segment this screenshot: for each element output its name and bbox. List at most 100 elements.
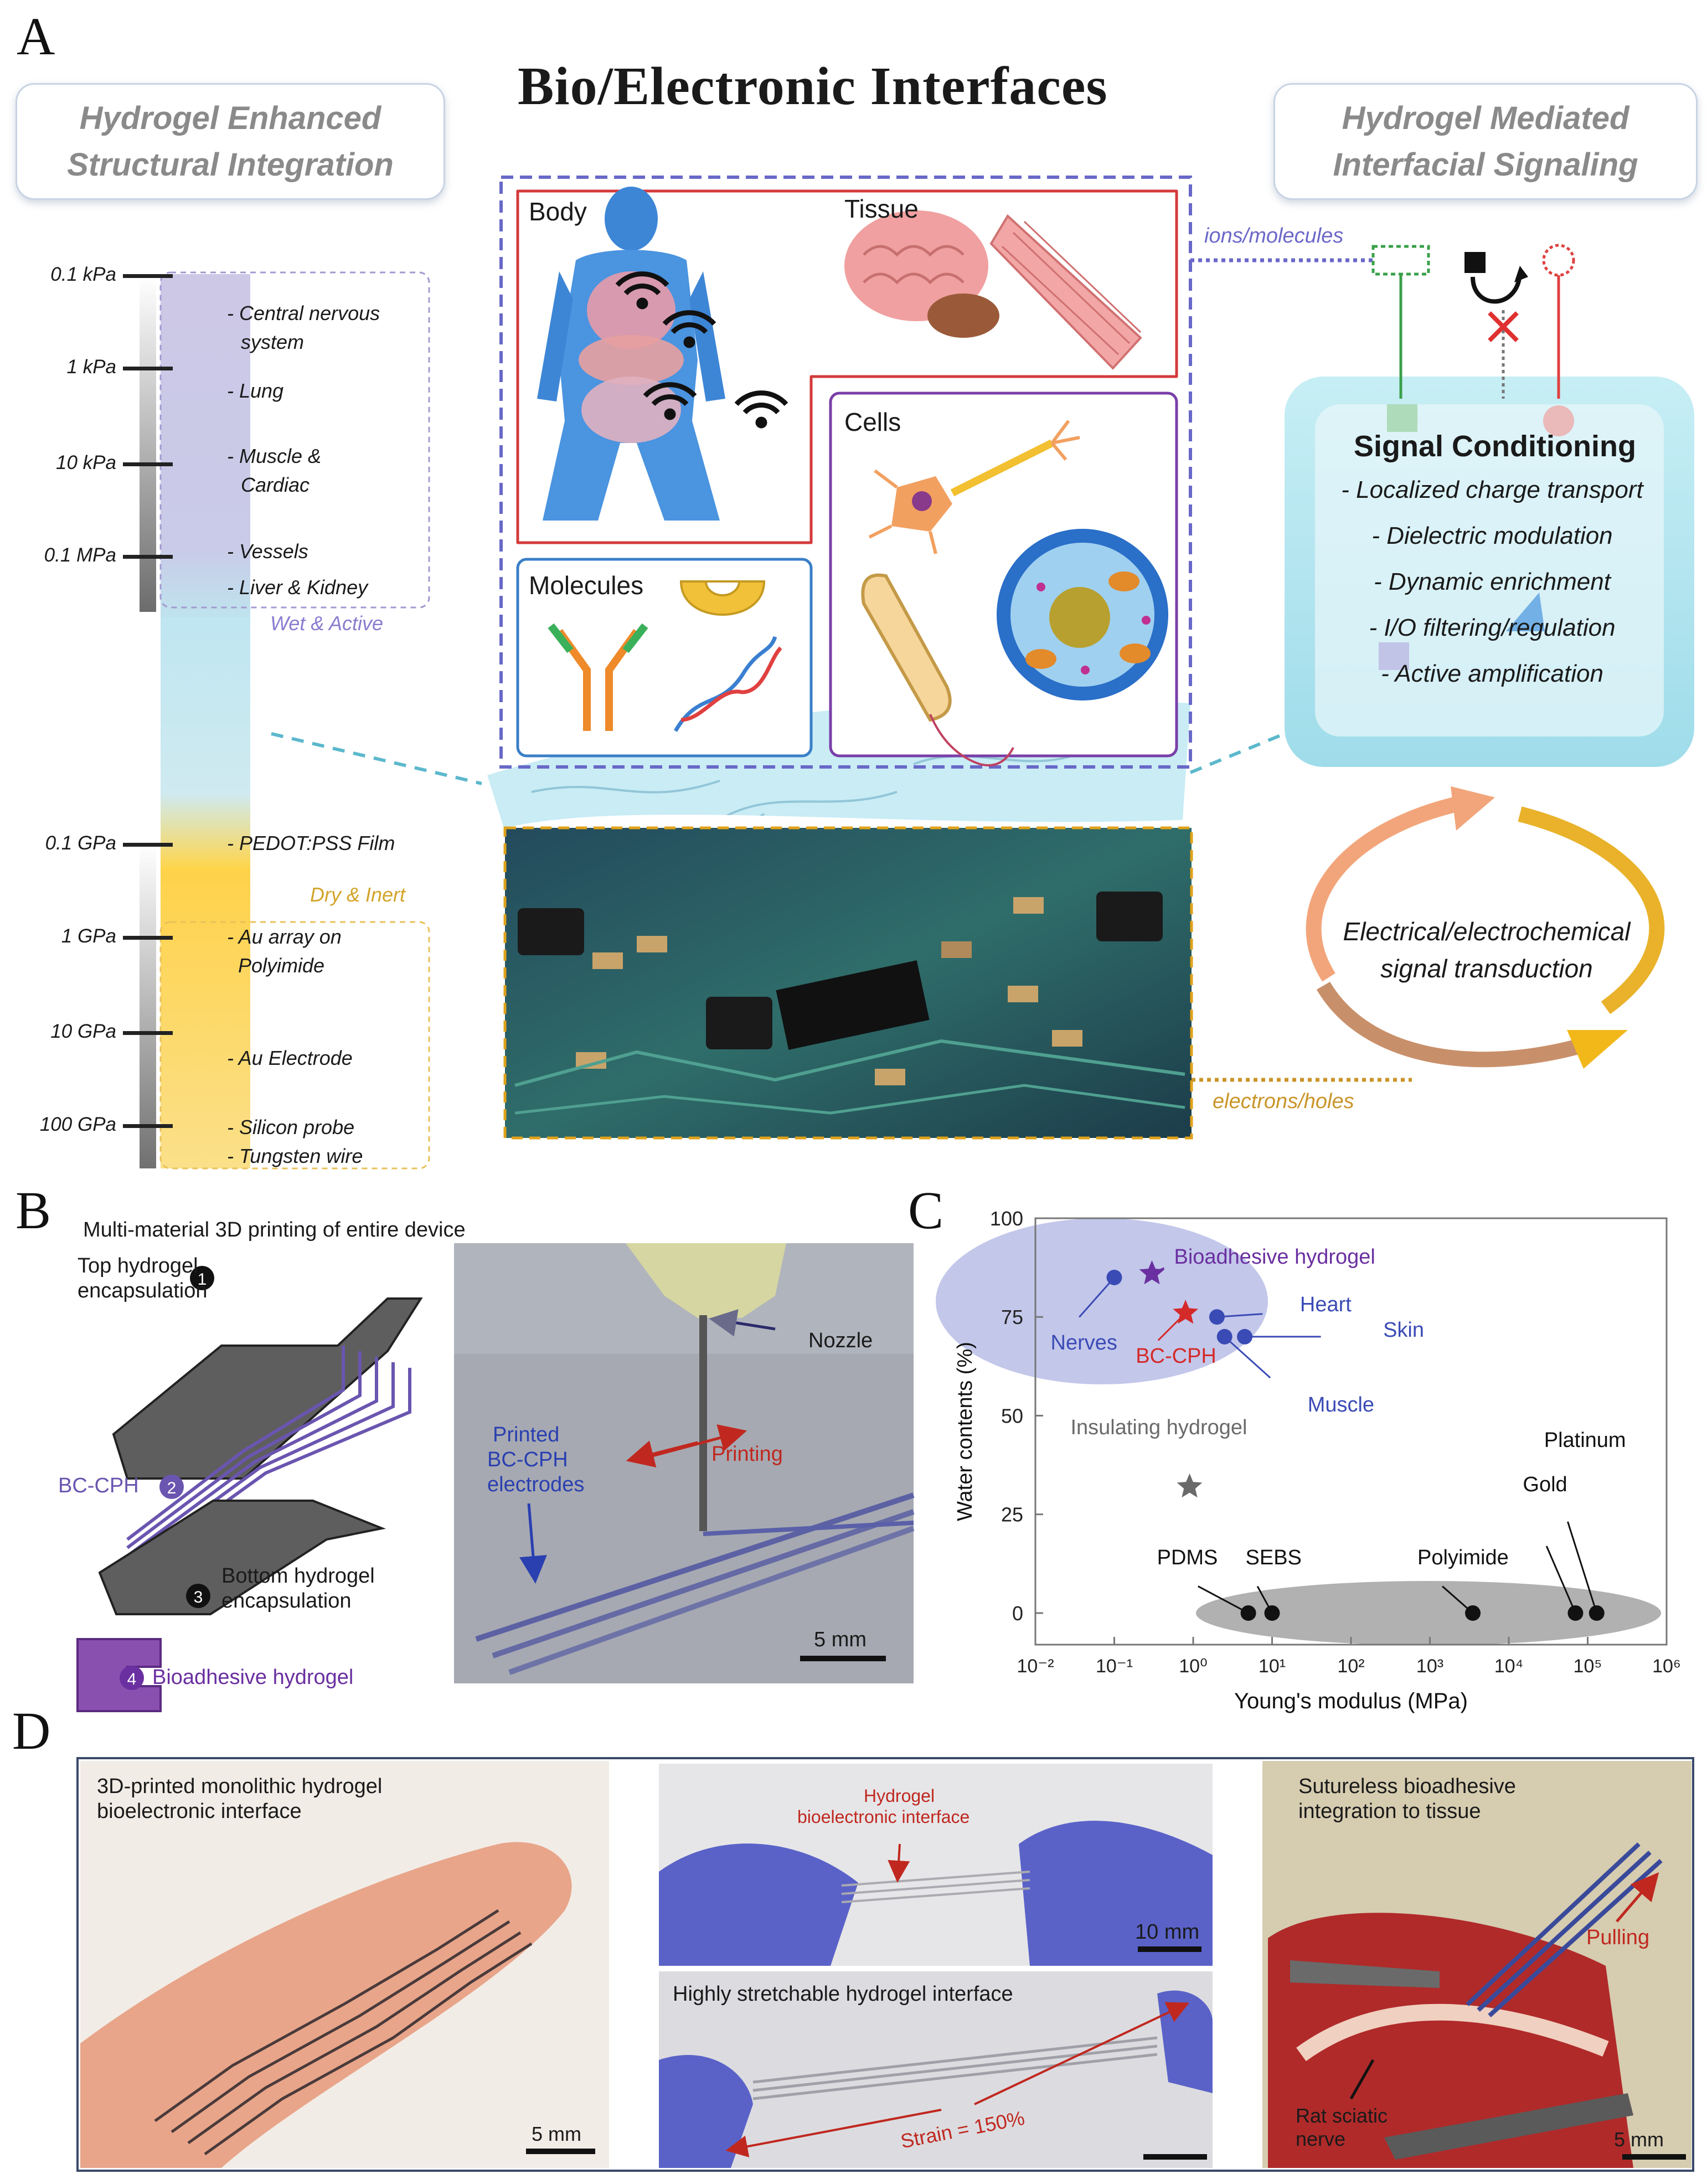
- signal-item-0: - Localized charge transport: [1341, 476, 1643, 503]
- tick-label-5: 1 GPa: [61, 925, 116, 947]
- eukaryotic-cell-illustration: [997, 529, 1168, 700]
- body-label: Body: [529, 197, 587, 226]
- neuron-illustration: [868, 420, 1080, 554]
- layer-label-bottom-2: encapsulation: [221, 1589, 352, 1613]
- hard-item-au-array: - Au array on: [227, 925, 342, 948]
- top-mid-scale-label: 10 mm: [1135, 1920, 1200, 1944]
- panel-c-letter: C: [908, 1181, 944, 1240]
- tissue-label: Tissue: [844, 194, 919, 223]
- left-header-line2: Structural Integration: [67, 146, 394, 183]
- transduction-line1: Electrical/electrochemical: [1343, 917, 1631, 946]
- soft-item-liver: - Liver & Kidney: [227, 576, 368, 599]
- cells-label: Cells: [844, 408, 901, 436]
- ions-molecules-label: ions/molecules: [1204, 224, 1344, 248]
- printed-label-3: electrodes: [487, 1473, 585, 1496]
- cross-icon: [1488, 311, 1519, 342]
- layer-label-bottom-1: Bottom hydrogel: [221, 1564, 375, 1588]
- hard-item-au-array-2: Polyimide: [238, 954, 325, 977]
- nozzle-label: Nozzle: [808, 1329, 873, 1352]
- blocked-molecule-icon: [1464, 252, 1486, 273]
- transduction-line2: signal transduction: [1380, 954, 1593, 983]
- hard-dashed-box: [159, 921, 430, 1170]
- green-receptor-icon: [1371, 245, 1430, 276]
- layer-label-bccph: BC-CPH: [58, 1474, 139, 1497]
- hard-item-au-electrode: - Au Electrode: [227, 1047, 353, 1069]
- signal-item-4: - Active amplification: [1381, 660, 1603, 687]
- hard-item-tungsten: - Tungsten wire: [227, 1145, 363, 1167]
- soft-item-muscle: - Muscle &: [227, 445, 322, 467]
- dry-column: [161, 869, 250, 1168]
- pulling-label: Pulling: [1586, 1926, 1650, 1949]
- panel-b-letter: B: [16, 1181, 51, 1240]
- tick-label-6: 10 GPa: [50, 1021, 116, 1042]
- electrons-holes-label: electrons/holes: [1213, 1090, 1354, 1113]
- muscle-tissue-illustration: [989, 214, 1142, 370]
- printing-label: Printing: [711, 1443, 783, 1466]
- bottom-mid-label: Highly stretchable hydrogel interface: [673, 1982, 1013, 2006]
- wet-column: [161, 617, 250, 869]
- transduction-arrow-top: [1306, 795, 1464, 982]
- brain-illustration: [844, 210, 999, 338]
- dry-inert-label: Dry & Inert: [310, 883, 406, 906]
- left-header-box: Hydrogel Enhanced Structural Integration: [16, 83, 445, 200]
- signal-item-1: - Dielectric modulation: [1371, 522, 1613, 549]
- signal-item-3: - I/O filtering/regulation: [1369, 614, 1616, 641]
- signal-item-2: - Dynamic enrichment: [1374, 568, 1611, 595]
- soft-item-muscle-2: Cardiac: [241, 473, 310, 496]
- bacterium-illustration: [861, 573, 1014, 766]
- bio-dashed-frame: [499, 176, 1192, 769]
- left-header-line1: Hydrogel Enhanced: [79, 100, 381, 136]
- nerve-label-2: nerve: [1296, 2128, 1346, 2150]
- soft-item-vessels: - Vessels: [227, 540, 308, 563]
- tick-label-1: 1 kPa: [66, 356, 117, 378]
- top-mid-label-2: bioelectronic interface: [797, 1807, 970, 1827]
- top-mid-label-1: Hydrogel: [864, 1786, 935, 1806]
- finger-scale-label: 5 mm: [532, 2123, 581, 2145]
- soft-item-lung: - Lung: [227, 379, 284, 402]
- printed-label-1: Printed: [493, 1423, 560, 1446]
- antibody-illustration: [548, 623, 648, 731]
- panel-d-letter: D: [12, 1701, 51, 1760]
- layer-label-top-2: encapsulation: [78, 1279, 208, 1302]
- circuit-dashed-frame: [503, 826, 1193, 1140]
- tick-label-4: 0.1 GPa: [45, 832, 116, 854]
- finger-label-2: bioelectronic interface: [97, 1800, 302, 1823]
- tick-label-3: 0.1 MPa: [44, 544, 116, 566]
- right-header-line1: Hydrogel Mediated: [1342, 100, 1629, 136]
- printed-label-2: BC-CPH: [487, 1448, 568, 1471]
- soft-gray-bar: [140, 277, 156, 612]
- transduction-arrow-bottom: [1316, 981, 1580, 1068]
- tick-label-0: 0.1 kPa: [50, 264, 116, 285]
- printing-scale-label: 5 mm: [814, 1628, 867, 1651]
- enzyme-illustration: [679, 580, 766, 616]
- circuit-components: [514, 892, 1185, 1115]
- right-connector: [1189, 732, 1286, 774]
- soft-item-cns: - Central nervous: [227, 302, 380, 324]
- tick-label-7: 100 GPa: [39, 1114, 116, 1135]
- scale-ticks: [123, 274, 173, 1128]
- right-header-box: Hydrogel Mediated Interfacial Signaling: [1273, 83, 1698, 200]
- rejection-arrow-icon: [1471, 274, 1522, 304]
- hard-gray-bar: [140, 844, 156, 1168]
- molecules-label: Molecules: [529, 571, 644, 600]
- layer-label-bioadhesive: Bioadhesive hydrogel: [152, 1666, 354, 1689]
- layer-label-top-1: Top hydrogel: [78, 1254, 198, 1278]
- wet-active-label: Wet & Active: [270, 612, 384, 635]
- red-receptor-icon: [1542, 244, 1575, 277]
- right-header-line2: Interfacial Signaling: [1333, 146, 1638, 183]
- surgery-scale-label: 5 mm: [1614, 2128, 1664, 2151]
- wifi-icons: [615, 271, 788, 429]
- tick-label-2: 10 kPa: [56, 452, 116, 473]
- panel-a-letter: A: [17, 7, 55, 66]
- signal-conditioning-title: Signal Conditioning: [1354, 430, 1636, 463]
- right-label-1: Sutureless bioadhesive: [1298, 1775, 1516, 1798]
- nerve-label-1: Rat sciatic: [1296, 2104, 1388, 2127]
- right-label-2: integration to tissue: [1298, 1800, 1481, 1823]
- soft-item-cns-2: system: [241, 331, 305, 353]
- panel-a-title: Bio/Electronic Interfaces: [518, 56, 1108, 116]
- soft-column: [161, 274, 250, 617]
- panel-b-caption: Multi-material 3D printing of entire dev…: [83, 1218, 466, 1242]
- hard-item-pedot: - PEDOT:PSS Film: [227, 832, 395, 854]
- dna-illustration: [673, 636, 782, 732]
